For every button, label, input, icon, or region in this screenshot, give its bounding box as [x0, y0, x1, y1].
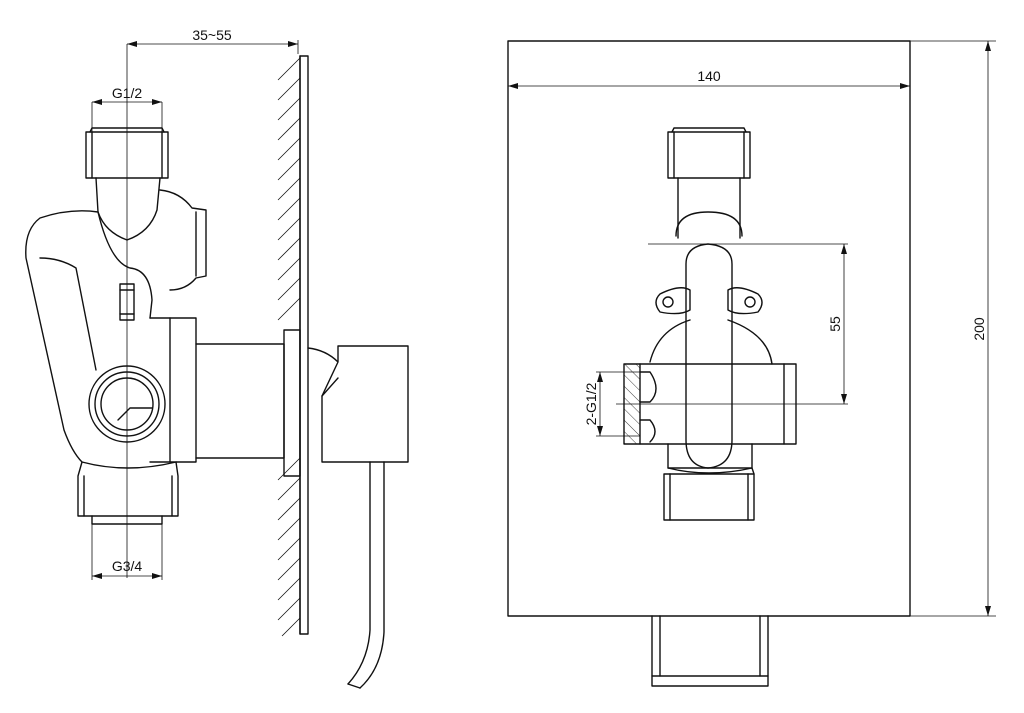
inlet-thread-label: G1/2	[112, 85, 143, 101]
depth-dimension-label: 35~55	[192, 27, 232, 43]
lever-handle	[307, 345, 409, 689]
cover-plate	[507, 40, 911, 617]
side-port	[159, 189, 207, 291]
plate-width-label: 140	[697, 68, 721, 84]
stem-flange	[283, 329, 301, 477]
outlet-thread-dimension: G3/4	[91, 524, 163, 580]
plate-width-dimension: 140	[508, 68, 910, 89]
wall-plate	[299, 55, 309, 635]
slot	[119, 283, 135, 321]
valve-stem	[195, 343, 285, 459]
round-outlet-port	[88, 365, 166, 443]
lever-body	[25, 210, 99, 463]
plate-height-dimension: 200	[910, 40, 996, 617]
side-view: 35~55 G1/2 G3/4	[25, 27, 409, 689]
valve-front	[616, 127, 848, 521]
side-thread-label: 2-G1/2	[583, 382, 599, 425]
plate-bottom-stub	[651, 615, 769, 687]
inlet-thread-dimension: G1/2	[91, 85, 163, 132]
top-inlet-nut	[85, 127, 169, 179]
center-distance-label: 55	[827, 316, 843, 332]
center-distance-dimension: 55	[827, 244, 847, 404]
depth-dimension: 35~55	[127, 27, 299, 54]
valve-neck	[95, 177, 161, 241]
wall-hatching	[277, 57, 301, 637]
bottom-outlet-nut	[77, 461, 179, 525]
front-view: 140 200	[507, 40, 996, 687]
side-thread-dimension: 2-G1/2	[583, 371, 640, 437]
plate-height-label: 200	[971, 317, 987, 341]
cartridge-housing	[149, 317, 197, 463]
outlet-thread-label: G3/4	[112, 558, 143, 574]
